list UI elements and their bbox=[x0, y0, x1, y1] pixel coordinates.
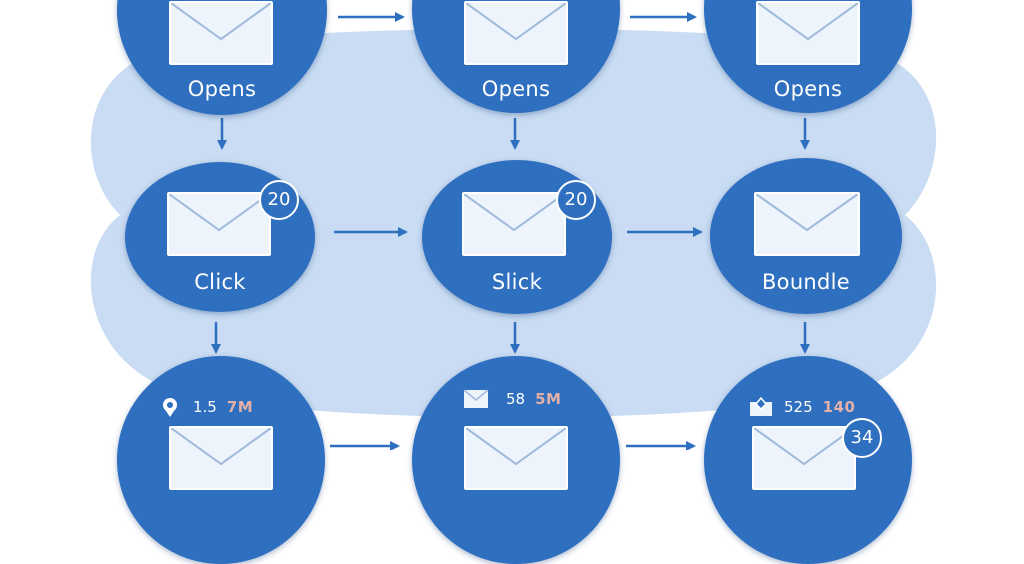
node-r3-2: 58 5M bbox=[412, 356, 620, 564]
arrows-layer bbox=[211, 12, 810, 450]
location-pin-icon bbox=[163, 398, 177, 417]
metric-value: 525 bbox=[784, 398, 813, 416]
node-r3-3: 525 140 34 bbox=[704, 356, 912, 564]
metric-value: 58 bbox=[506, 390, 526, 408]
node-r1-2: Opens bbox=[412, 0, 620, 113]
envelope-icon bbox=[464, 1, 568, 65]
node-r2-1: 20 Click bbox=[125, 162, 315, 312]
count-badge: 20 bbox=[259, 180, 299, 220]
node-label: Opens bbox=[773, 77, 843, 101]
envelope-icon bbox=[464, 426, 568, 490]
envelope-icon bbox=[754, 192, 860, 256]
metrics-row: 1.5 7M bbox=[157, 396, 253, 418]
node-label: Opens bbox=[187, 77, 257, 101]
envelope-icon bbox=[169, 426, 273, 490]
flow-diagram: Opens Opens Opens 20 Click 20 Slick Boun… bbox=[90, 0, 937, 564]
metric-value-alt: 5M bbox=[535, 390, 562, 408]
inbox-icon bbox=[750, 396, 772, 416]
node-r2-3: Boundle bbox=[710, 158, 902, 314]
envelope-icon bbox=[756, 1, 860, 65]
metric-value-alt: 140 bbox=[822, 398, 856, 416]
envelope-icon bbox=[463, 389, 489, 408]
count-badge: 20 bbox=[556, 180, 596, 220]
metrics-row: 525 140 bbox=[748, 396, 855, 418]
metric-value: 1.5 bbox=[193, 398, 217, 416]
node-label: Click bbox=[194, 270, 246, 294]
node-label: Opens bbox=[481, 77, 551, 101]
node-r1-3: Opens bbox=[704, 0, 912, 113]
node-label: Boundle bbox=[761, 270, 851, 294]
envelope-icon bbox=[167, 192, 271, 256]
node-r3-1: 1.5 7M bbox=[117, 356, 325, 564]
metrics-row: 58 5M bbox=[456, 388, 561, 410]
envelope-icon bbox=[462, 192, 566, 256]
node-r1-1: Opens bbox=[117, 0, 327, 115]
node-label: Slick bbox=[491, 270, 543, 294]
count-badge: 34 bbox=[842, 418, 882, 458]
metric-value-alt: 7M bbox=[226, 398, 254, 416]
envelope-icon bbox=[169, 1, 273, 65]
envelope-icon bbox=[752, 426, 856, 490]
node-r2-2: 20 Slick bbox=[422, 160, 612, 314]
